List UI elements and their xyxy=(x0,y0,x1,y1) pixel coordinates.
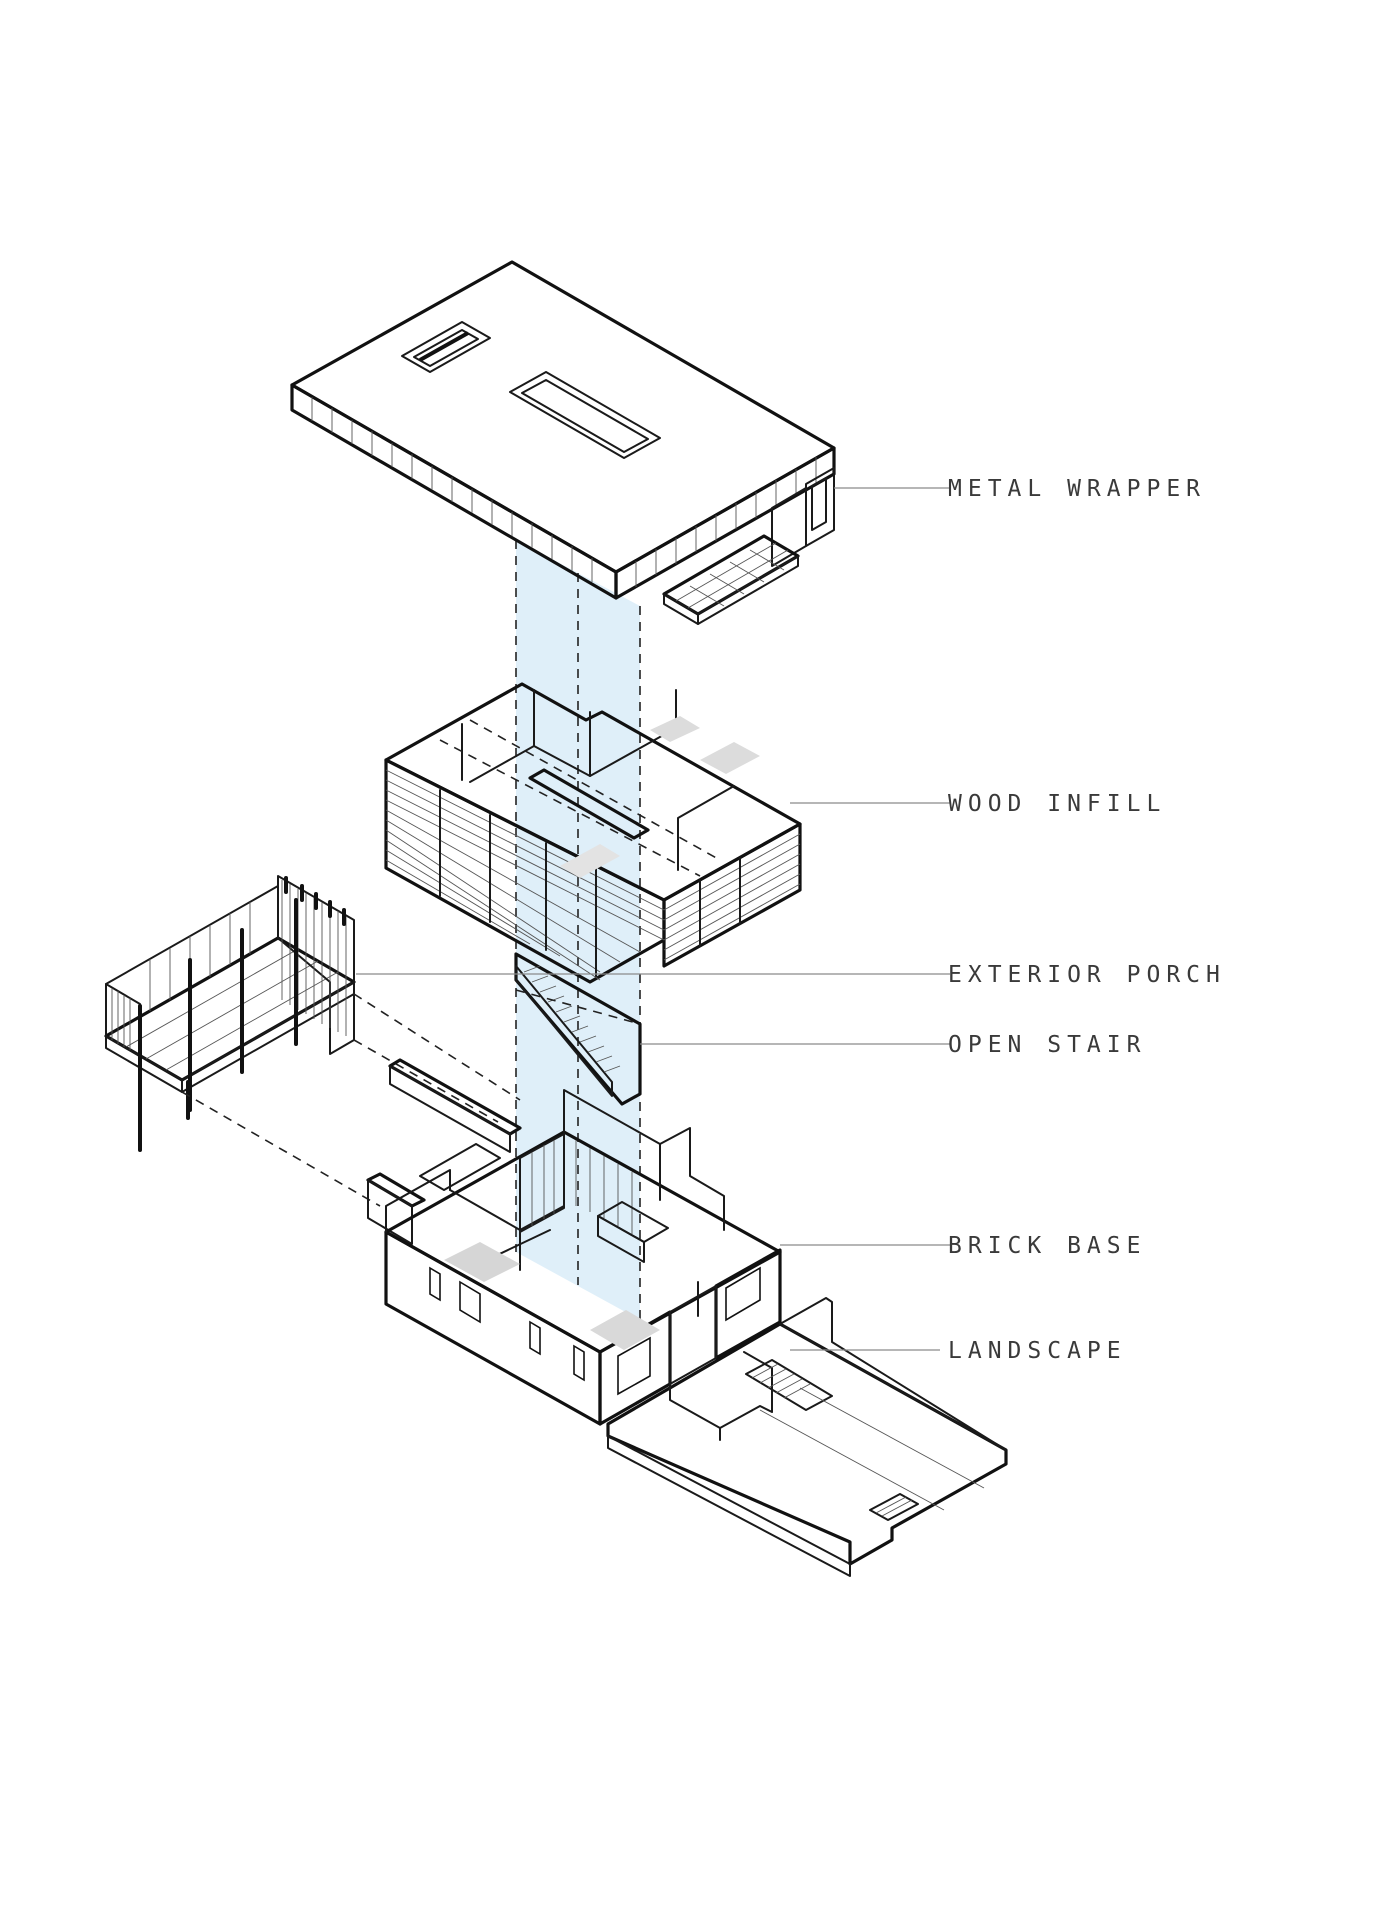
connector-lines xyxy=(181,993,521,1207)
brick-base xyxy=(366,1058,782,1426)
leader-lines xyxy=(356,487,950,1351)
open-stair xyxy=(514,952,642,1106)
wood-infill-floor xyxy=(384,682,802,984)
label-wood-infill: WOOD INFILL xyxy=(948,791,1166,817)
label-exterior-porch: EXTERIOR PORCH xyxy=(948,962,1226,988)
exterior-porch xyxy=(104,875,356,1152)
labels: METAL WRAPPER WOOD INFILL EXTERIOR PORCH… xyxy=(948,476,1226,1364)
label-landscape: LANDSCAPE xyxy=(948,1338,1127,1364)
metal-wrapper-roof xyxy=(290,260,836,625)
label-open-stair: OPEN STAIR xyxy=(948,1032,1146,1058)
label-brick-base: BRICK BASE xyxy=(948,1233,1146,1259)
void-shaft xyxy=(515,540,641,1320)
landscape xyxy=(606,1297,1008,1577)
label-metal-wrapper: METAL WRAPPER xyxy=(948,476,1206,502)
